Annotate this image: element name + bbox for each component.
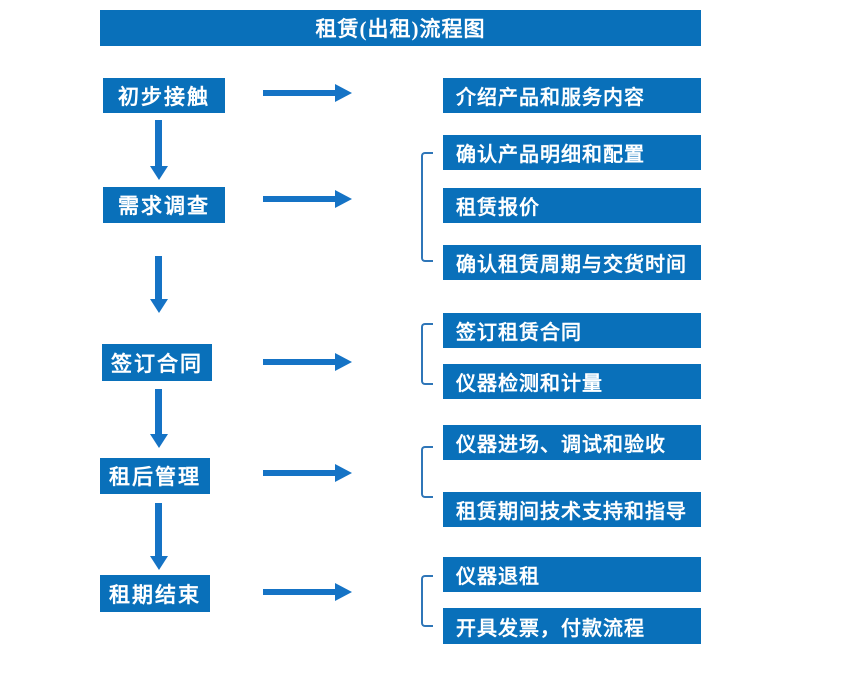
arrow-right-icon xyxy=(263,90,335,96)
arrow-right-icon xyxy=(263,470,335,476)
detail-box: 租赁报价 xyxy=(443,188,701,223)
arrow-right-icon xyxy=(263,589,335,595)
detail-box: 确认租赁周期与交货时间 xyxy=(443,245,701,280)
arrow-down-icon xyxy=(155,120,162,166)
detail-box: 仪器进场、调试和验收 xyxy=(443,425,701,460)
arrow-right-icon xyxy=(263,196,335,202)
arrow-down-icon xyxy=(155,256,162,299)
step-box-sign-contract: 签订合同 xyxy=(102,344,212,381)
step-box-initial-contact: 初步接触 xyxy=(103,78,225,113)
step-box-rental-end: 租期结束 xyxy=(100,575,210,612)
arrow-right-icon xyxy=(263,359,335,365)
step-box-post-rental-management: 租后管理 xyxy=(100,458,210,494)
arrow-down-icon xyxy=(155,389,162,434)
detail-box: 签订租赁合同 xyxy=(443,313,701,348)
detail-box: 介绍产品和服务内容 xyxy=(443,78,701,113)
flowchart-title: 租赁(出租)流程图 xyxy=(100,10,701,46)
detail-box: 确认产品明细和配置 xyxy=(443,135,701,170)
detail-box: 开具发票，付款流程 xyxy=(443,608,701,644)
group-bracket xyxy=(421,152,433,262)
detail-box: 租赁期间技术支持和指导 xyxy=(443,492,701,527)
group-bracket xyxy=(421,446,433,498)
arrow-down-icon xyxy=(155,503,162,556)
group-bracket xyxy=(421,575,433,627)
step-box-demand-survey: 需求调查 xyxy=(103,187,225,223)
group-bracket xyxy=(421,323,433,385)
detail-box: 仪器检测和计量 xyxy=(443,364,701,399)
detail-box: 仪器退租 xyxy=(443,557,701,592)
